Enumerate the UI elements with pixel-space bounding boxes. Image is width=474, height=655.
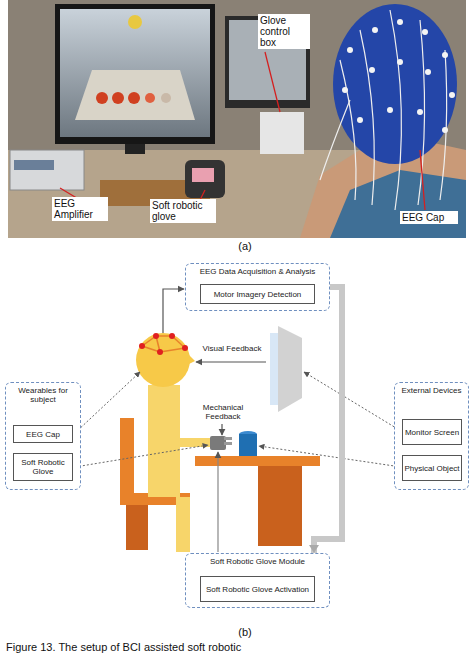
process-box: Physical Object <box>402 455 462 481</box>
callout-label: EEG Cap <box>400 211 458 224</box>
group-title: EEG Data Acquisition & Analysis <box>186 264 329 276</box>
group-box: Soft Robotic Glove ModuleSoft Robotic Gl… <box>185 553 330 608</box>
subfigure-label: (a) <box>230 240 260 252</box>
arrow-head <box>309 545 319 553</box>
box-text: EEG Cap <box>25 429 61 440</box>
process-box: Soft Robotic Glove <box>13 453 73 481</box>
box-text: Motor Imagery Detection <box>213 289 303 300</box>
callout-label: Soft robotic glove <box>150 199 216 223</box>
callout-label: Mechanical Feedback <box>196 403 250 421</box>
scene <box>75 289 401 552</box>
subfigure-label: (b) <box>230 626 260 638</box>
box-text: Soft Robotic Glove Activation <box>205 584 310 595</box>
connector <box>309 287 342 553</box>
group-title: External Devices <box>395 383 468 395</box>
group-box: Wearables for subjectEEG CapSoft Robotic… <box>5 382 81 490</box>
group-title: Soft Robotic Glove Module <box>186 554 329 566</box>
box-text: Physical Object <box>403 463 460 474</box>
photo <box>8 0 466 238</box>
process-box: EEG Cap <box>13 425 73 443</box>
process-box: Monitor Screen <box>402 419 462 445</box>
group-box: EEG Data Acquisition & AnalysisMotor Ima… <box>185 263 330 311</box>
process-box: Soft Robotic Glove Activation <box>200 576 315 602</box>
group-box: External DevicesMonitor ScreenPhysical O… <box>394 382 469 490</box>
connector-line <box>314 287 342 553</box>
callout-label: Visual Feedback <box>200 344 264 353</box>
process-box: Motor Imagery Detection <box>200 284 315 304</box>
box-text: Soft Robotic Glove <box>14 457 72 477</box>
box-text: Monitor Screen <box>404 427 460 438</box>
callout-label: EEG Amplifier <box>52 197 108 221</box>
figure-caption: Figure 13. The setup of BCI assisted sof… <box>6 641 241 653</box>
group-title: Wearables for subject <box>6 383 80 404</box>
callout-label: Glove control box <box>258 14 310 49</box>
